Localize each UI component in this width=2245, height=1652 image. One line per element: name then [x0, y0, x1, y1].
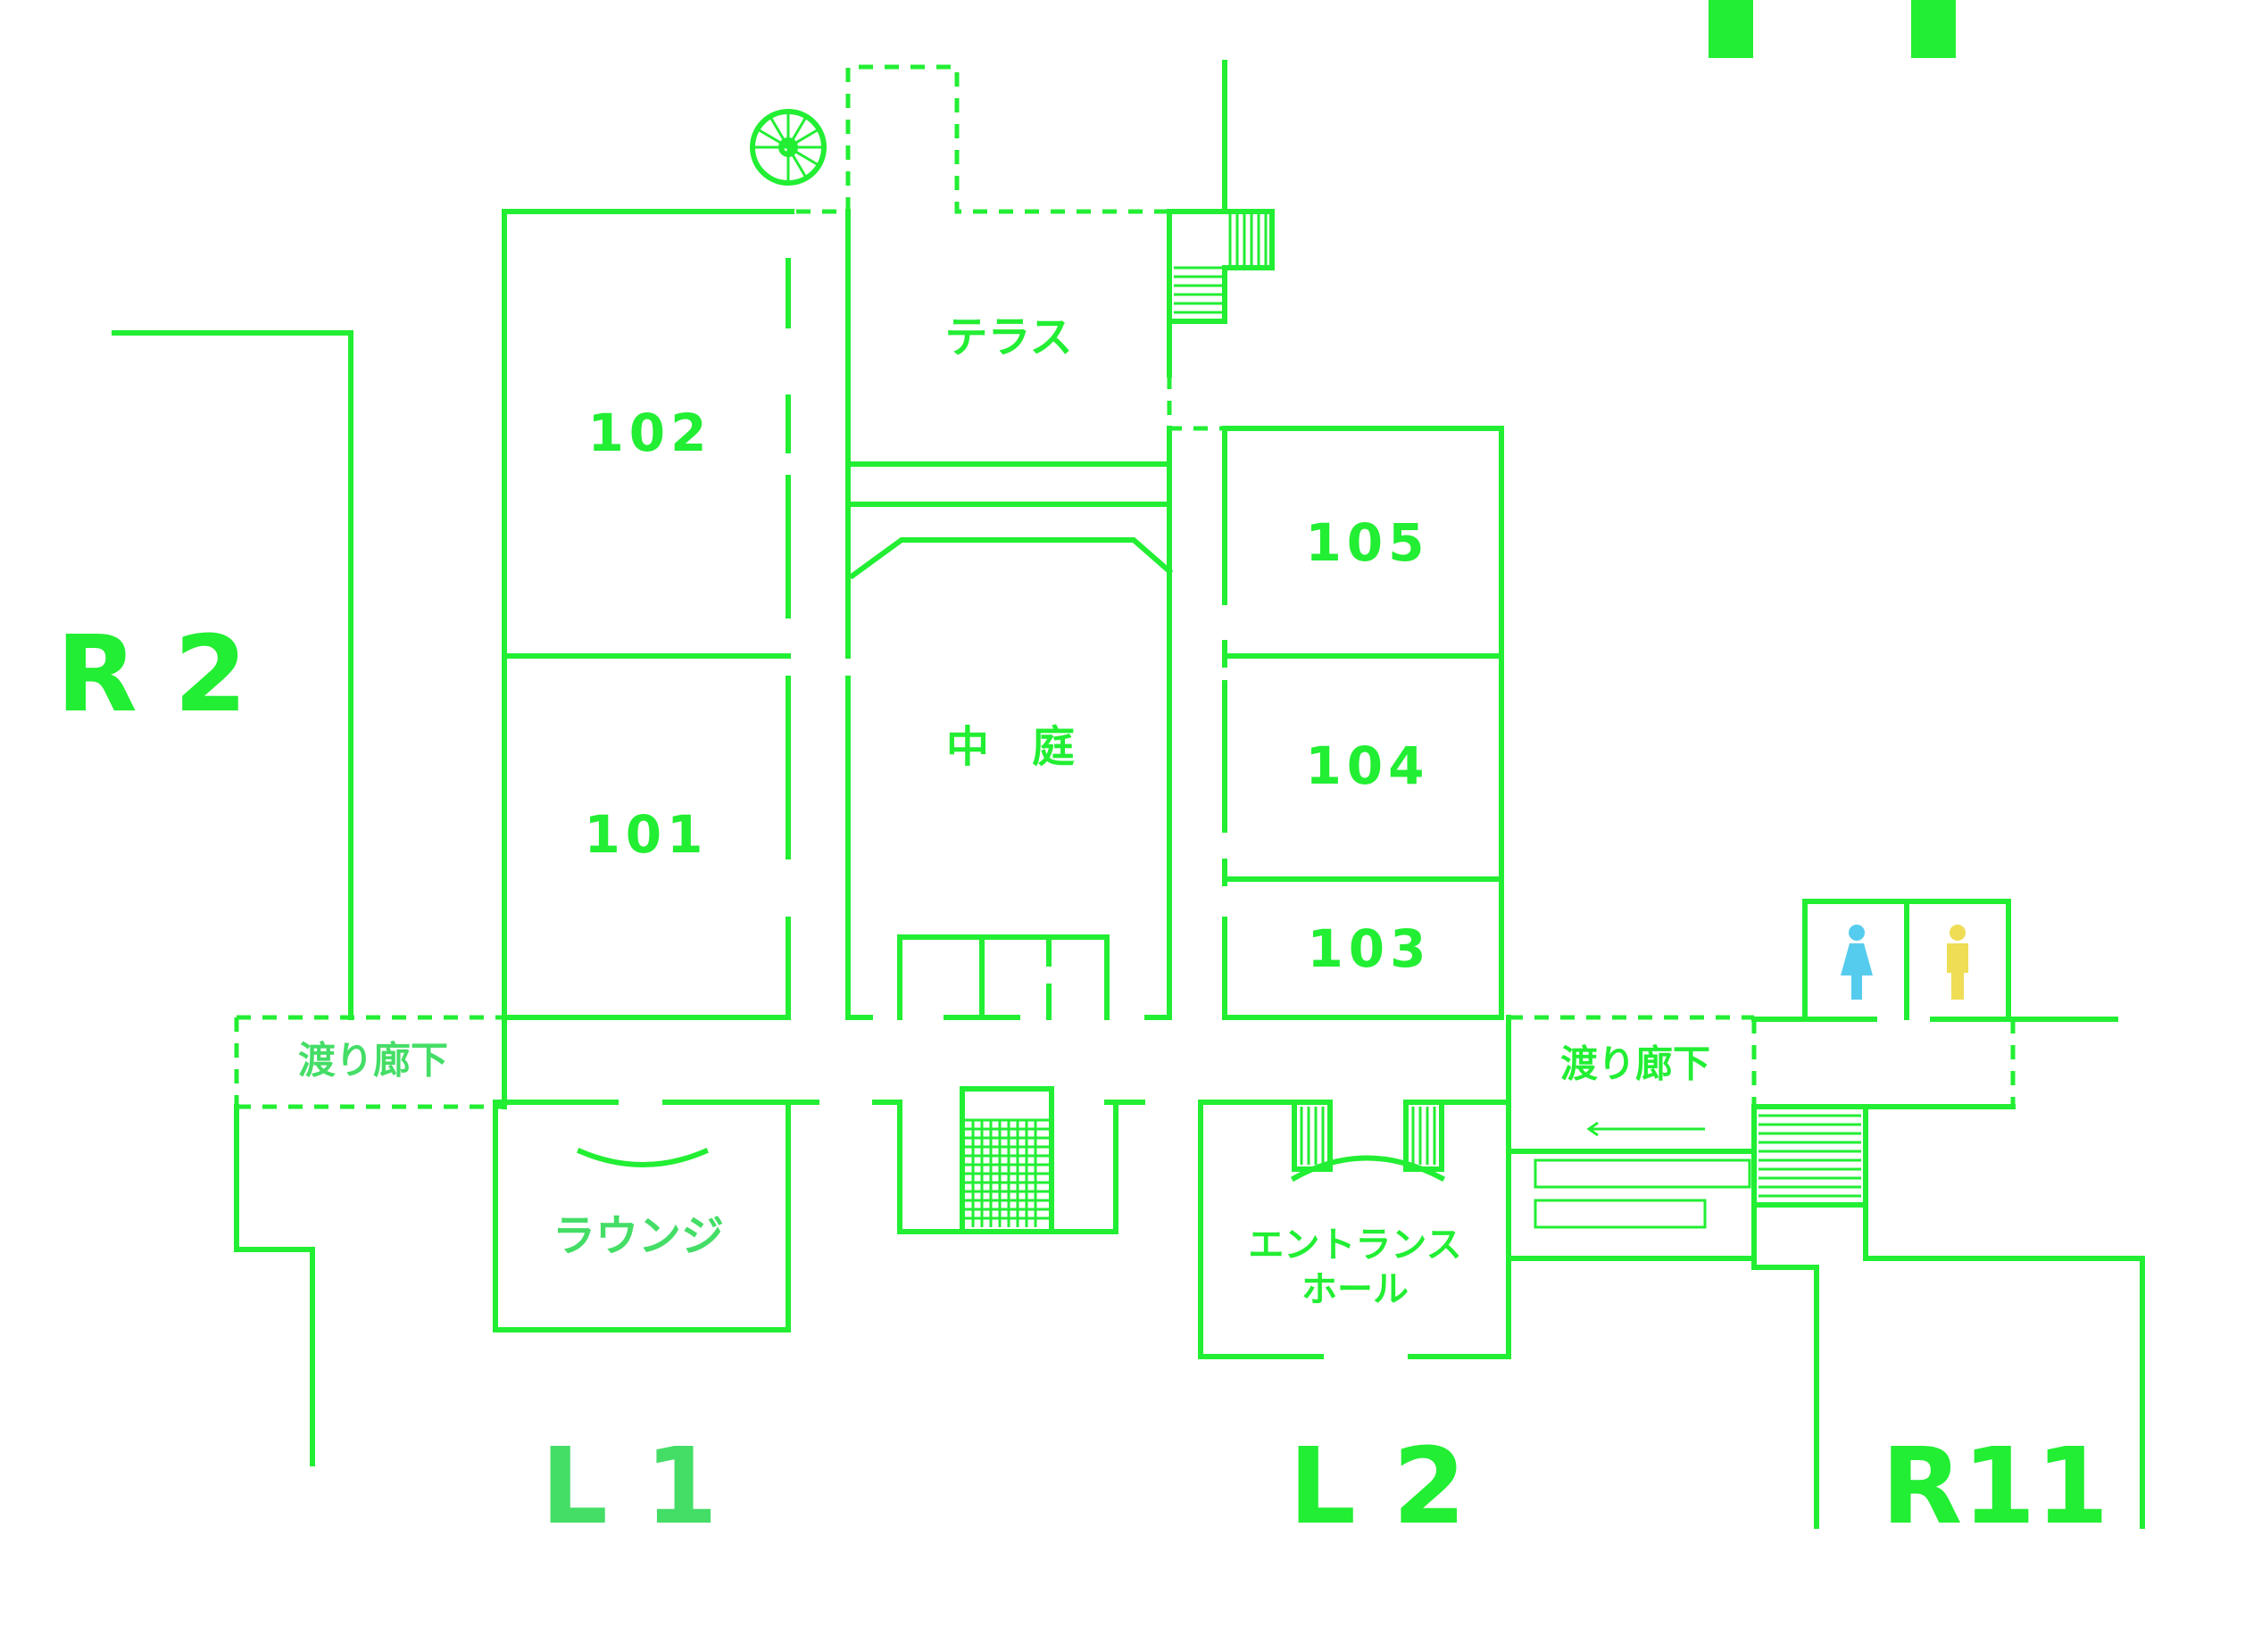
- lounge-label: ラウンジ: [553, 1211, 724, 1261]
- entrance-hall-label-line1: エントランス: [1248, 1224, 1461, 1266]
- center-stair-block: [872, 1086, 1145, 1234]
- r2-building-outline: [112, 330, 353, 1020]
- main-corridor-walls: [493, 1015, 1511, 1109]
- room-105-label: 105: [1305, 512, 1429, 573]
- terrace-exterior-stair: [1167, 60, 1275, 324]
- rooms-101-102-walls: [502, 209, 794, 1020]
- right-corridor-label: 渡り廊下: [1560, 1042, 1710, 1086]
- top-markers: [1709, 0, 1956, 58]
- zone-r11-label: R11: [1881, 1424, 2108, 1548]
- entrance-hall-walls: [1198, 1100, 1511, 1359]
- left-bridge-corridor: [234, 1015, 504, 1466]
- zone-l1-label: L 1: [541, 1424, 718, 1548]
- terrace-label: テラス: [944, 312, 1072, 362]
- entrance-hall-label-line2: ホール: [1301, 1269, 1409, 1310]
- room-102-label: 102: [587, 403, 711, 463]
- right-bridge-corridor: [1506, 1015, 2145, 1529]
- spiral-staircase-icon: [750, 109, 827, 186]
- courtyard-label: 中 庭: [946, 722, 1075, 772]
- male-restroom-icon: [1947, 925, 1968, 1000]
- room-103-label: 103: [1307, 918, 1431, 979]
- zone-l2-label: L 2: [1289, 1424, 1466, 1548]
- room-104-label: 104: [1305, 735, 1429, 796]
- zone-r2-label: R 2: [56, 612, 247, 735]
- female-restroom-icon: [1841, 925, 1873, 1000]
- lounge-walls: [493, 1100, 791, 1332]
- left-corridor-label: 渡り廊下: [298, 1039, 448, 1083]
- terrace-courtyard-walls: [796, 64, 1225, 1020]
- rooms-103-105-walls: [1222, 426, 1504, 1020]
- room-101-label: 101: [584, 804, 708, 865]
- restroom-block: [1751, 899, 2118, 1022]
